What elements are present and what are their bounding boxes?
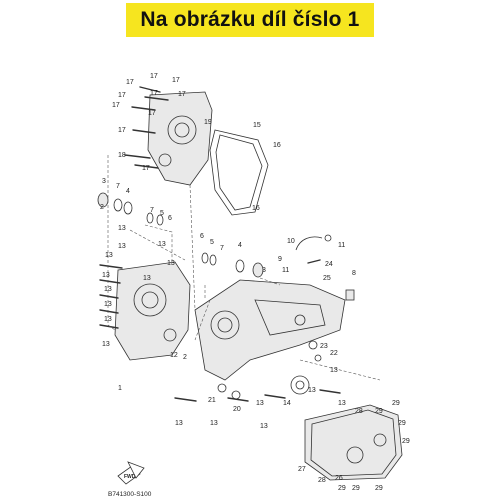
callout-16: 16	[273, 142, 281, 149]
alignment-lines	[107, 155, 381, 381]
oil-seal-14	[290, 375, 310, 395]
banner-title: Na obrázku díl číslo 1	[126, 3, 374, 37]
callout-3: 3	[102, 178, 106, 185]
fwd-arrow: FWD	[117, 461, 145, 485]
callout-29: 29	[338, 485, 346, 492]
callout-26: 26	[335, 475, 343, 482]
callout-13: 13	[338, 400, 346, 407]
callout-13: 13	[105, 252, 113, 259]
callout-8: 8	[352, 270, 356, 277]
callout-17: 17	[142, 165, 150, 172]
callout-13: 13	[167, 260, 175, 267]
callout-18: 18	[118, 152, 126, 159]
callout-24: 24	[325, 261, 333, 268]
callout-6: 6	[200, 233, 204, 240]
callout-29: 29	[375, 485, 383, 492]
fwd-label: FWD	[124, 474, 136, 480]
callout-13: 13	[143, 275, 151, 282]
callout-13: 13	[102, 272, 110, 279]
callout-29: 29	[402, 438, 410, 445]
title-banner: Na obrázku díl číslo 1	[0, 0, 500, 40]
callout-11: 11	[282, 267, 289, 274]
callout-29: 29	[352, 485, 360, 492]
callout-17: 17	[118, 127, 126, 134]
callout-13: 13	[175, 420, 183, 427]
callout-5: 5	[160, 210, 164, 217]
callout-21: 21	[208, 397, 216, 404]
callout-27: 27	[298, 466, 306, 473]
callout-29: 29	[392, 400, 400, 407]
callout-13: 13	[104, 316, 112, 323]
bearing-stack-middle	[201, 252, 264, 278]
callout-13: 13	[308, 387, 316, 394]
callout-17: 17	[148, 110, 156, 117]
crankcase-left	[114, 261, 191, 361]
callout-13: 13	[158, 241, 166, 248]
callout-3: 3	[262, 267, 266, 274]
callout-4: 4	[126, 188, 130, 195]
callout-13: 13	[104, 286, 112, 293]
callout-11: 11	[338, 242, 345, 249]
callout-13: 13	[102, 341, 110, 348]
callout-28: 28	[318, 477, 326, 484]
breather-hose	[295, 234, 332, 264]
callout-2: 2	[183, 354, 187, 361]
callout-9: 9	[278, 256, 282, 263]
callout-13: 13	[104, 301, 112, 308]
callout-13: 13	[256, 400, 264, 407]
crankcase-right	[194, 279, 346, 381]
washers-20-21	[217, 383, 241, 400]
callout-28: 28	[355, 408, 363, 415]
callout-15: 15	[253, 122, 261, 129]
side-cover-27	[304, 404, 403, 481]
cover-gasket	[209, 129, 269, 216]
callout-17: 17	[150, 73, 158, 80]
crankcase-cover-upper	[147, 91, 213, 186]
callout-29: 29	[398, 420, 406, 427]
callout-12: 12	[170, 352, 178, 359]
callout-4: 4	[238, 242, 242, 249]
callout-23: 23	[320, 343, 328, 350]
callout-22: 22	[330, 350, 338, 357]
callout-13: 13	[210, 420, 218, 427]
callout-7: 7	[220, 245, 224, 252]
callout-13: 13	[330, 367, 338, 374]
bolt-group-13	[99, 264, 341, 402]
callout-7: 7	[150, 207, 154, 214]
callout-29: 29	[375, 408, 383, 415]
callout-17: 17	[112, 102, 120, 109]
callout-13: 13	[260, 423, 268, 430]
callout-14: 14	[283, 400, 291, 407]
diagram-code: B741300-S100	[108, 491, 152, 498]
callout-17: 17	[178, 91, 186, 98]
callout-17: 17	[172, 77, 180, 84]
callout-19: 19	[204, 119, 212, 126]
dowel-pins	[308, 340, 322, 362]
callout-13: 13	[118, 243, 126, 250]
drain-plug-8	[345, 289, 355, 301]
callout-17: 17	[118, 92, 126, 99]
callout-13: 13	[118, 225, 126, 232]
callout-6: 6	[168, 215, 172, 222]
callout-7: 7	[116, 183, 120, 190]
callout-25: 25	[323, 275, 331, 282]
callout-5: 5	[210, 239, 214, 246]
callout-2: 2	[100, 204, 104, 211]
callout-17: 17	[126, 79, 134, 86]
bolt-group-17	[124, 86, 169, 169]
callout-20: 20	[233, 406, 241, 413]
callout-10: 10	[287, 238, 295, 245]
callout-17: 17	[150, 90, 158, 97]
callout-1: 1	[118, 385, 122, 392]
callout-16: 16	[252, 205, 260, 212]
